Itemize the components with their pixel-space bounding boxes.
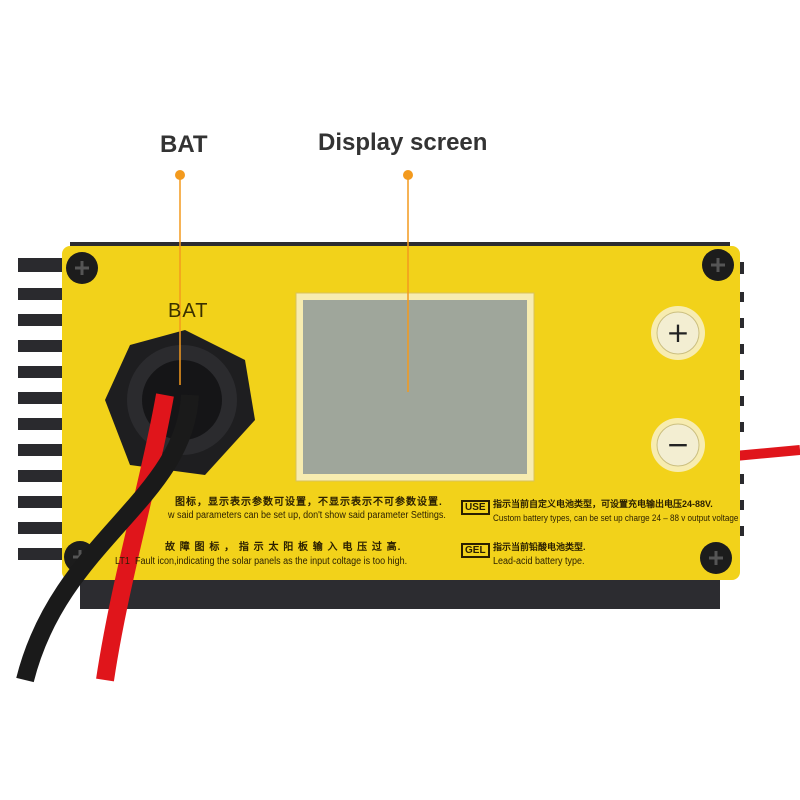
- black-cable: [16, 394, 199, 683]
- red-cable: [96, 393, 174, 682]
- plus-button-shape: [651, 306, 705, 360]
- minus-button-shape: [651, 418, 705, 472]
- bat-callout-label: BAT: [160, 131, 208, 158]
- legend-settings-cn: 图标，显示表示参数可设置，不显示表示不可参数设置.: [175, 497, 443, 508]
- red-wire-right: [734, 445, 800, 461]
- legend-use-cn: 指示当前自定义电池类型，可设置充电输出电压24-88V.: [493, 499, 713, 509]
- legend-gel-en: Lead-acid battery type.: [493, 556, 585, 567]
- legend-fault-cn: 故 障 图 标 ， 指 示 太 阳 板 输 入 电 压 过 高.: [165, 542, 402, 553]
- gel-battery-icon: GEL: [461, 543, 490, 558]
- legend-fault-en: Fault icon,indicating the solar panels a…: [135, 556, 408, 567]
- fault-icon-label: LT1: [115, 556, 130, 567]
- display-callout-dot: [403, 170, 413, 180]
- legend-use-en: Custom battery types, can be set up char…: [493, 513, 739, 523]
- plus-button[interactable]: +: [666, 316, 690, 349]
- display-callout-label: Display screen: [318, 129, 488, 156]
- bat-panel-label: BAT: [168, 300, 209, 322]
- use-battery-icon: USE: [461, 500, 490, 515]
- casing-bottom: [80, 575, 720, 609]
- legend-settings-en: w said parameters can be set up, don't s…: [168, 510, 446, 521]
- bat-callout-dot: [175, 170, 185, 180]
- minus-button[interactable]: −: [666, 428, 690, 461]
- legend-gel-cn: 指示当前铅酸电池类型.: [493, 542, 586, 552]
- lcd-screen: [303, 300, 527, 474]
